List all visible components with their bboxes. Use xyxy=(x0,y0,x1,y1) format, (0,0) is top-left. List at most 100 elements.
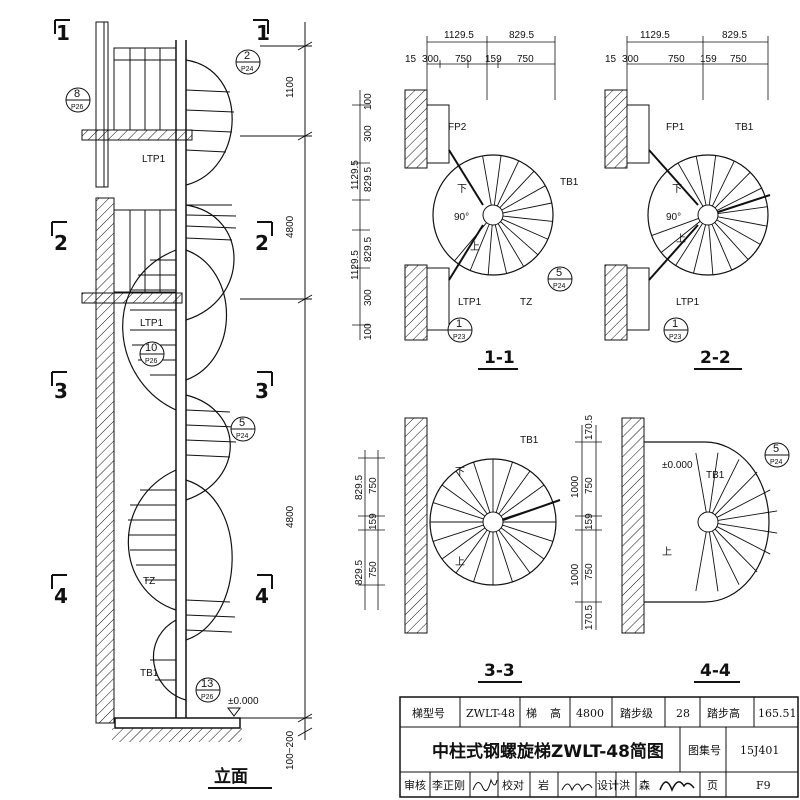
tread-line xyxy=(487,224,493,275)
tb-atlas-label: 图集号 xyxy=(688,743,721,757)
cut-mark-label: 3 xyxy=(255,379,269,403)
plan-landing xyxy=(426,267,450,331)
tread-line xyxy=(455,470,488,515)
dim-label: 300 xyxy=(363,125,374,142)
tread-line xyxy=(717,510,778,521)
plan-wall xyxy=(404,264,428,341)
svg-text:5: 5 xyxy=(773,443,779,455)
tread-line xyxy=(711,160,735,207)
tread-line xyxy=(695,156,707,206)
tread-line xyxy=(711,224,733,271)
tb-steps: 28 xyxy=(676,707,690,720)
tread-line xyxy=(677,162,704,207)
dim-label: 1129.5 xyxy=(350,160,361,190)
elevation-label-ltp1: LTP1 xyxy=(140,318,164,329)
designer-signature xyxy=(659,781,695,793)
dim-label: 159 xyxy=(700,54,717,65)
checker-signature xyxy=(561,783,593,792)
dim-label: 300 xyxy=(622,54,639,65)
dim-label: 1000 xyxy=(570,475,581,498)
plan-landing xyxy=(626,267,650,331)
tb-designer-1: 洪 xyxy=(619,778,630,792)
tread-line xyxy=(695,452,707,513)
dim-label: 159 xyxy=(368,513,379,530)
tread-line xyxy=(708,531,719,592)
tread-line xyxy=(502,524,554,542)
tb-page: F9 xyxy=(756,779,771,792)
tread-lines xyxy=(695,452,778,592)
center-column xyxy=(482,511,504,533)
plan-landing xyxy=(426,104,450,164)
svg-text:P24: P24 xyxy=(236,433,249,440)
tread-line xyxy=(708,155,717,206)
tread-line xyxy=(695,531,707,592)
plan-wall xyxy=(404,417,428,634)
dim-label: 170.5 xyxy=(584,415,595,440)
label-angle: 90° xyxy=(666,212,681,223)
tread-line xyxy=(712,530,740,585)
cut-mark-label: 4 xyxy=(54,584,68,608)
dim-label: 100~200 xyxy=(285,730,296,770)
tb-riser: 165.51 xyxy=(758,707,797,720)
dim-label: 100 xyxy=(363,323,374,340)
elevation-landing-2 xyxy=(81,292,183,304)
tread-line xyxy=(495,461,513,513)
elevation-label-tz: TZ xyxy=(143,576,155,587)
elevation-view: 1 1 2 2 3 3 4 4 1100 4800 4800 100~200 L… xyxy=(51,19,313,789)
detail-callout: 1 P23 xyxy=(447,317,473,343)
detail-callout: 5 P24 xyxy=(230,416,256,442)
stringer xyxy=(502,499,561,521)
tb-designer-2: 森 xyxy=(639,778,650,792)
elevation-wall-main xyxy=(95,197,115,724)
tread-line xyxy=(717,206,768,215)
elevation-cut-marks xyxy=(51,19,273,589)
tb-atlas-number: 15J401 xyxy=(740,744,779,757)
svg-text:P24: P24 xyxy=(241,66,254,73)
tb-riser-label: 踏步高 xyxy=(707,706,740,720)
title-block: 梯型号 ZWLT-48 梯 高 4800 踏步级 28 踏步高 165.51 中… xyxy=(399,696,799,798)
tread-line xyxy=(716,526,771,555)
cut-mark-label: 1 xyxy=(256,21,270,45)
tread-line xyxy=(712,459,740,514)
svg-text:P23: P23 xyxy=(453,334,466,341)
dim-label: 4800 xyxy=(285,215,296,238)
tread-line xyxy=(441,527,486,560)
label-fp2: FP2 xyxy=(448,122,467,133)
svg-text:1: 1 xyxy=(672,318,678,330)
label-tb1: TB1 xyxy=(706,470,725,481)
center-column xyxy=(697,204,719,226)
plan-title: 3-3 xyxy=(484,661,515,681)
tread-line xyxy=(493,155,502,206)
cut-mark-label: 1 xyxy=(56,21,70,45)
tread-lines xyxy=(454,155,553,275)
svg-text:P26: P26 xyxy=(71,104,84,111)
label-tz: TZ xyxy=(520,297,532,308)
stair-outline xyxy=(644,441,770,603)
tread-line xyxy=(441,484,486,517)
svg-text:13: 13 xyxy=(201,678,213,690)
tb-drawing-title: 中柱式钢螺旋梯ZWLT-48简图 xyxy=(432,741,664,762)
plan-1-1: 1129.5 829.5 15 300 750 159 750 100 300 … xyxy=(350,30,579,370)
svg-text:1: 1 xyxy=(456,318,462,330)
dim-label: 4800 xyxy=(285,505,296,528)
stringer xyxy=(648,224,699,281)
plan-wall xyxy=(604,264,628,341)
stringer xyxy=(448,224,484,281)
tread-line xyxy=(498,470,531,515)
dim-label: 100 xyxy=(363,93,374,110)
tread-line xyxy=(501,218,549,240)
cut-mark-label: 2 xyxy=(54,231,68,255)
detail-callout: 5 P24 xyxy=(764,442,790,468)
tread-line xyxy=(708,452,719,513)
detail-callout: 10 P26 xyxy=(139,341,165,367)
dim-label: 750 xyxy=(584,563,595,580)
tread-line xyxy=(501,185,546,211)
svg-text:P24: P24 xyxy=(770,459,783,466)
elevation-ground-slab xyxy=(114,717,241,729)
tb-checker: 岩 xyxy=(538,778,549,792)
label-ltp1: LTP1 xyxy=(676,297,700,308)
tread-line xyxy=(432,502,484,520)
svg-text:2: 2 xyxy=(244,50,250,62)
dim-label: 829.5 xyxy=(509,30,534,41)
tread-line xyxy=(717,523,778,534)
